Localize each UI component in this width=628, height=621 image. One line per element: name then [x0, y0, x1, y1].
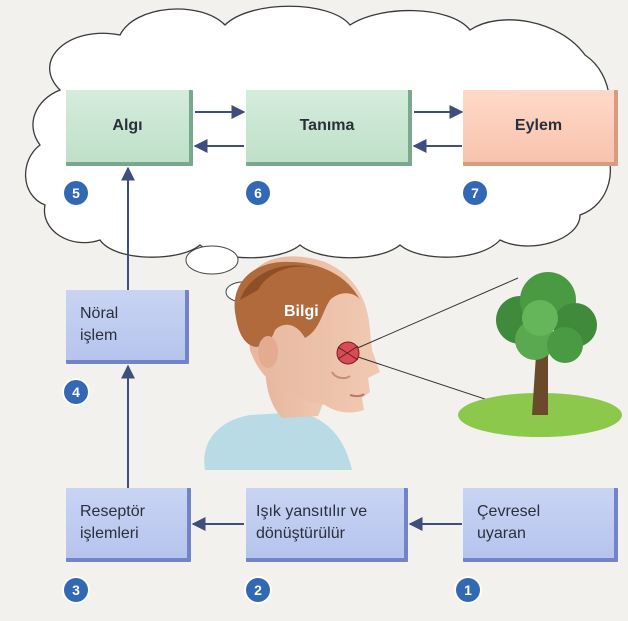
box-eylem-label: Eylem	[514, 117, 563, 135]
box-tanima-label: Tanıma	[299, 117, 355, 135]
box-noral-islem-label: Nöral işlem	[80, 305, 119, 344]
step-badge-3: 3	[64, 578, 88, 602]
step-badge-1: 1	[456, 578, 480, 602]
box-isik: Işık yansıtılır ve dönüştürülür	[246, 488, 408, 562]
box-noral-islem: Nöral işlem	[66, 290, 189, 364]
step-badge-7: 7	[463, 181, 487, 205]
tree-illustration	[458, 272, 622, 437]
box-cevresel-uyaran: Çevresel uyaran	[463, 488, 618, 562]
thought-bubble-large	[185, 245, 239, 275]
box-cevresel-uyaran-label: Çevresel uyaran	[477, 503, 541, 542]
eye-lens-line-1	[337, 346, 359, 361]
step-badge-5: 5	[64, 181, 88, 205]
box-algi-label: Algı	[112, 117, 143, 135]
box-tanima: Tanıma	[246, 90, 412, 166]
box-reseptor-islemleri-label: Reseptör işlemleri	[80, 503, 145, 542]
box-algi: Algı	[66, 90, 193, 166]
person-head-illustration	[204, 256, 380, 470]
box-eylem: Eylem	[463, 90, 618, 166]
sight-line-top	[345, 277, 519, 354]
step-badge-2: 2	[246, 578, 270, 602]
head-label-bilgi: Bilgi	[284, 303, 319, 320]
eye-lens-line-2	[337, 345, 359, 360]
step-badge-6: 6	[246, 181, 270, 205]
box-reseptor-islemleri: Reseptör işlemleri	[66, 488, 191, 562]
box-isik-label: Işık yansıtılır ve dönüştürülür	[256, 503, 368, 542]
step-badge-4: 4	[64, 380, 88, 404]
